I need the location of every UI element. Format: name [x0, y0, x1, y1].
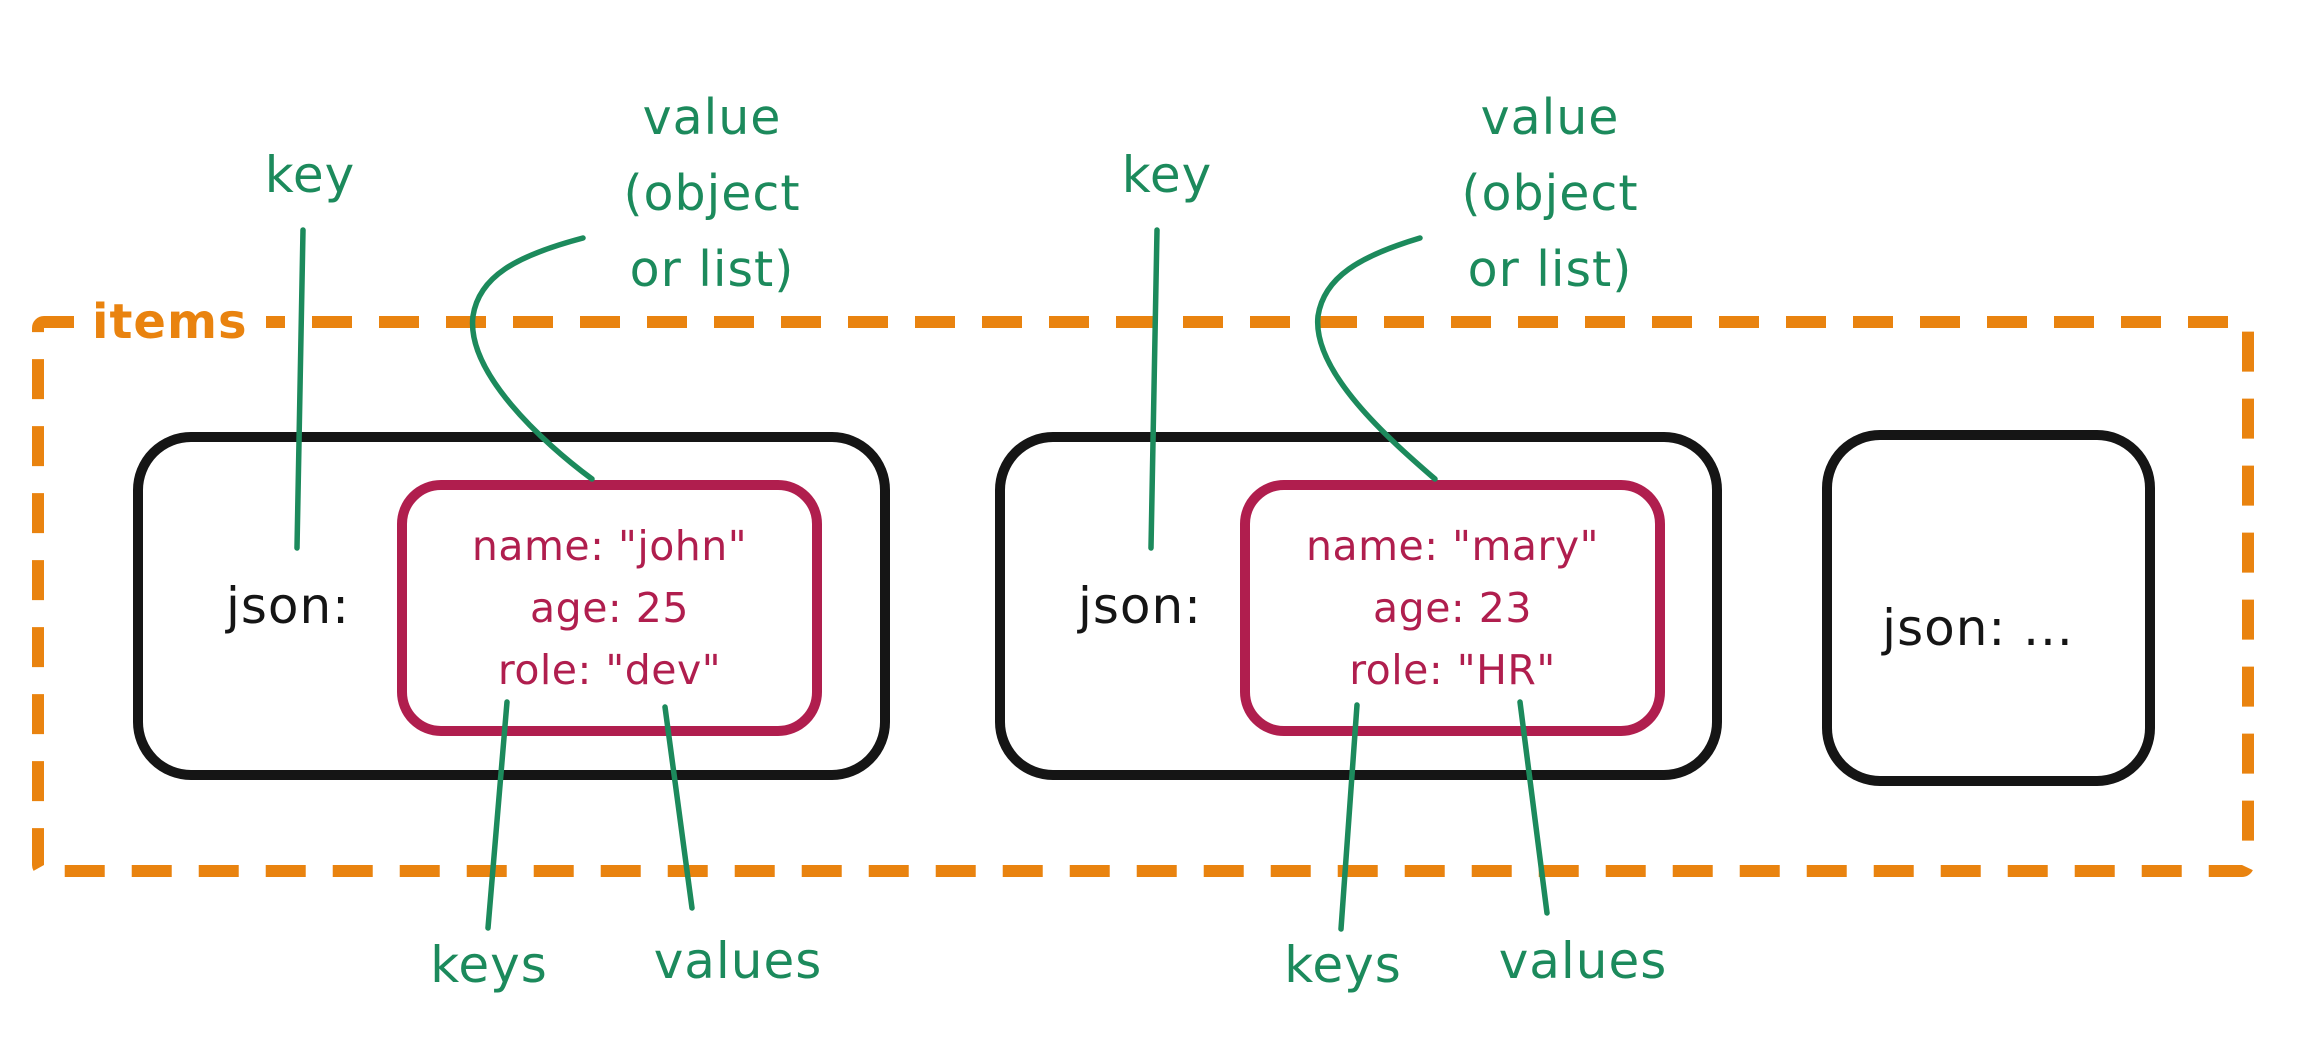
item-card-3 [1822, 430, 2155, 786]
value-annotation-right: value (object or list) [1461, 80, 1638, 308]
item-card-2-key-label: json: [1077, 577, 1203, 635]
items-container-label: items [74, 294, 266, 350]
object-line: age: 25 [530, 584, 689, 632]
value-annotation-line: value [642, 89, 782, 146]
object-line: role: "HR" [1349, 646, 1556, 694]
item-card-2-object-box: name: "mary" age: 23 role: "HR" [1240, 480, 1665, 736]
values-annotation-left: values [653, 932, 823, 990]
item-card-3-key-label: json: ... [1882, 599, 2074, 657]
value-annotation-line: (object [1461, 165, 1639, 222]
value-annotation-left: value (object or list) [623, 80, 800, 308]
keys-annotation-left: keys [430, 936, 548, 994]
object-line: name: "mary" [1305, 522, 1600, 570]
object-line: age: 23 [1373, 584, 1532, 632]
value-annotation-line: or list) [1467, 241, 1633, 298]
item-card-1-object-box: name: "john" age: 25 role: "dev" [397, 480, 822, 736]
item-card-1-key-label: json: [225, 577, 351, 635]
values-annotation-right: values [1498, 932, 1668, 990]
keys-annotation-right: keys [1284, 936, 1402, 994]
object-line: role: "dev" [497, 646, 722, 694]
key-annotation-left: key [264, 146, 356, 204]
value-annotation-line: value [1480, 89, 1620, 146]
object-line: name: "john" [471, 522, 748, 570]
value-annotation-line: or list) [629, 241, 795, 298]
value-annotation-line: (object [623, 165, 801, 222]
key-annotation-right: key [1121, 146, 1213, 204]
